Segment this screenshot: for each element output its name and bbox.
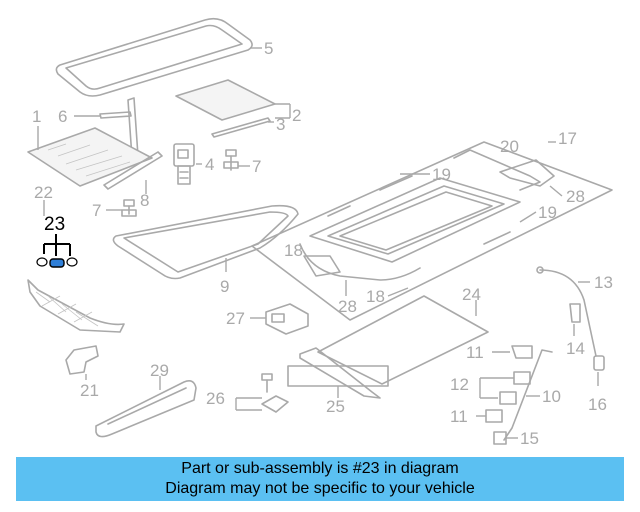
part-3-strip	[211, 117, 271, 138]
callout-3: 3	[276, 115, 285, 134]
callout-28b: 28	[338, 297, 357, 316]
callout-12: 12	[450, 375, 469, 394]
part-13-cable	[536, 266, 597, 357]
callout-6: 6	[58, 107, 67, 126]
callout-19b: 19	[538, 203, 557, 222]
part-24-sunshade	[299, 295, 489, 399]
part-17-frame-assembly	[251, 141, 613, 321]
callout-13: 13	[594, 273, 613, 292]
part-16-grommet	[593, 355, 605, 371]
part-23-clip	[36, 257, 78, 268]
callout-8: 8	[140, 191, 149, 210]
callout-21: 21	[80, 381, 99, 400]
callout-5: 5	[264, 39, 273, 58]
callout-10: 10	[542, 387, 561, 406]
callout-18b: 18	[366, 287, 385, 306]
callout-28a: 28	[566, 187, 585, 206]
callout-22: 22	[34, 183, 53, 202]
part-8-rod	[103, 151, 163, 190]
callout-27: 27	[226, 309, 245, 328]
callout-25: 25	[326, 397, 345, 416]
info-banner: Part or sub-assembly is #23 in diagram D…	[16, 457, 624, 501]
callout-26: 26	[206, 389, 225, 408]
part-14-clip	[569, 303, 581, 323]
part-1-glass	[27, 127, 153, 187]
callout-18a: 18	[284, 241, 303, 260]
callout-20: 20	[500, 137, 519, 156]
part-2-panel	[175, 79, 276, 121]
callout-7a: 7	[252, 157, 261, 176]
callout-16: 16	[588, 395, 607, 414]
banner-line-1: Part or sub-assembly is #23 in diagram	[181, 460, 459, 477]
callout-15: 15	[520, 429, 539, 448]
part-27-motor	[265, 303, 309, 335]
bolt-7-lower	[121, 199, 137, 217]
callout-4: 4	[205, 155, 214, 174]
banner-line-2: Diagram may not be specific to your vehi…	[165, 480, 475, 497]
part-29-handle	[95, 380, 197, 438]
parts-diagram: 5 2 3 6 1 8 4	[27, 17, 613, 448]
sunroof-frame	[299, 149, 555, 281]
part-9-seal	[112, 204, 299, 280]
part-26-screws	[261, 373, 289, 413]
callout-17: 17	[558, 129, 577, 148]
part-10-drain-hose	[503, 349, 553, 441]
callout-2: 2	[292, 106, 301, 125]
callout-24: 24	[462, 285, 481, 304]
callout-29: 29	[150, 361, 169, 380]
callout-11a: 11	[466, 343, 484, 362]
callout-14: 14	[566, 339, 585, 358]
drain-clips	[485, 345, 533, 445]
part-21-bracket	[65, 345, 99, 375]
bolt-7-upper	[223, 149, 239, 171]
part-22-trim	[27, 279, 125, 333]
callout-19a: 19	[432, 165, 451, 184]
part-5-glass-frame	[55, 17, 253, 97]
callout-23: 23	[44, 214, 65, 235]
callout-1: 1	[32, 107, 41, 126]
callout-7b: 7	[92, 201, 101, 220]
callout-9: 9	[220, 277, 229, 296]
part-4-bracket	[173, 143, 195, 185]
callout-11b: 11	[450, 407, 468, 426]
